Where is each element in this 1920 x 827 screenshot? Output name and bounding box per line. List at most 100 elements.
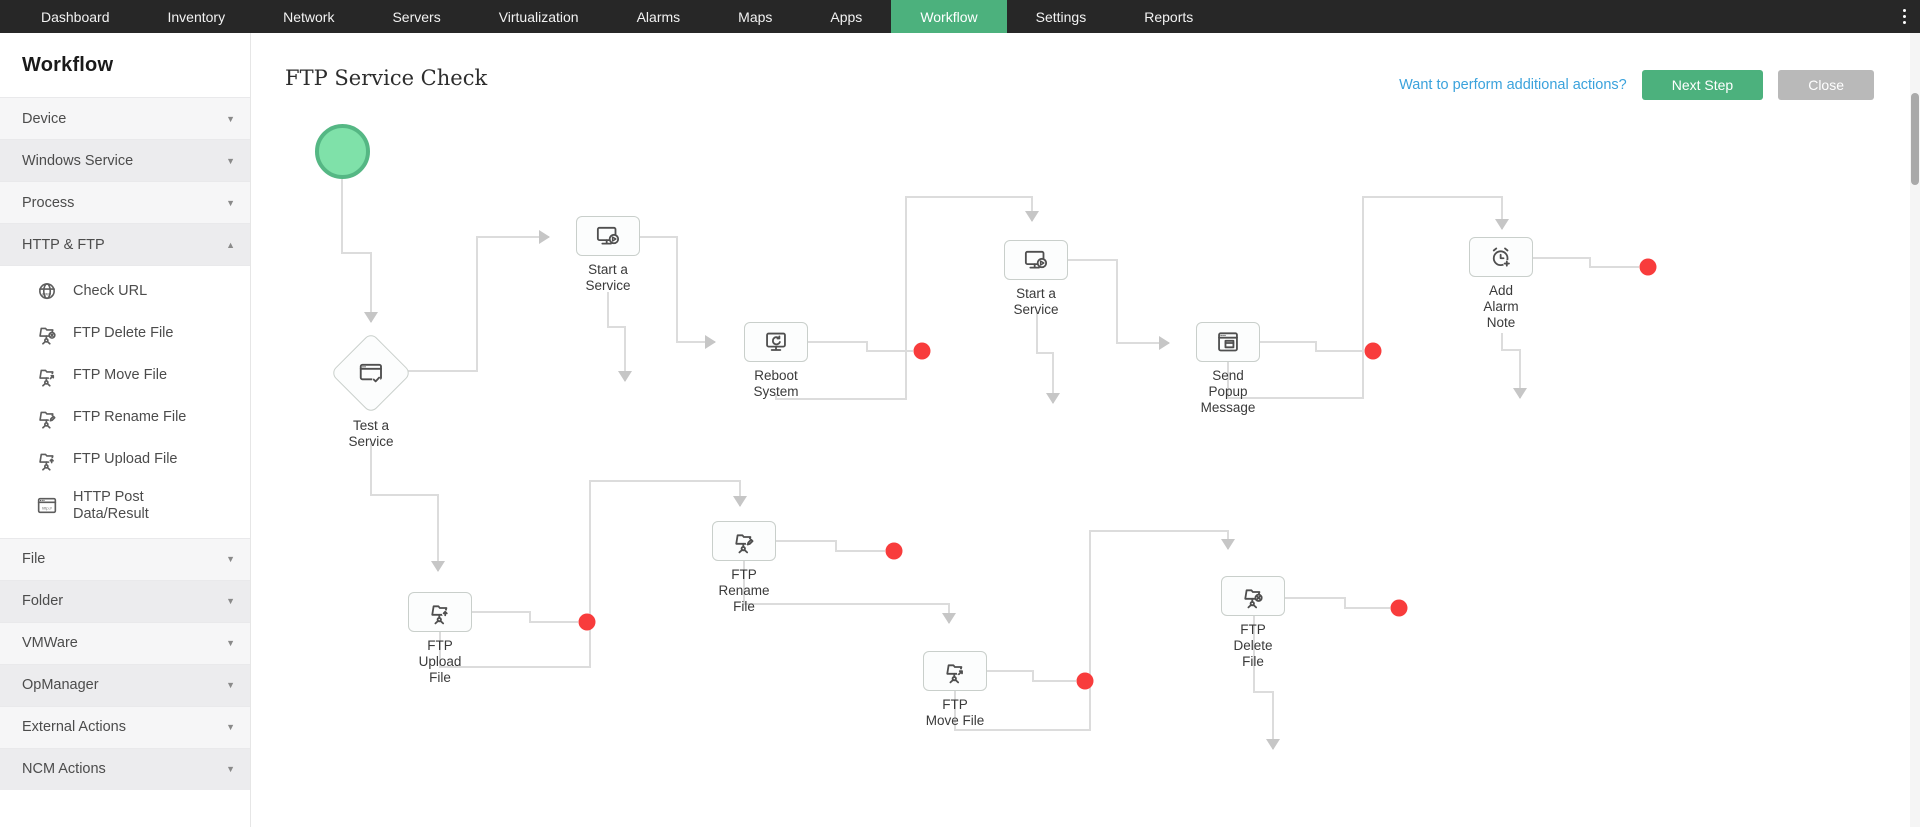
connector-line: [370, 443, 439, 571]
nav-item-workflow[interactable]: Workflow: [891, 0, 1007, 33]
connector-line: [1501, 333, 1521, 398]
node-start-a-service-2[interactable]: [1004, 240, 1068, 280]
connector-line: [1036, 312, 1054, 403]
connector-line: [607, 292, 626, 381]
connector-arrowhead: [705, 335, 716, 349]
endpoint-dot[interactable]: [1076, 672, 1094, 690]
node-add-alarm-note[interactable]: [1469, 237, 1533, 277]
top-nav: Dashboard Inventory Network Servers Virtuali…: [0, 0, 1920, 33]
sidebar-item-label: FTP Move File: [73, 367, 168, 384]
node-test-a-service[interactable]: [329, 331, 413, 415]
nav-item-settings[interactable]: Settings: [1035, 8, 1087, 25]
connector-arrowhead: [431, 561, 445, 572]
nav-item-network[interactable]: Network: [283, 8, 335, 25]
sidebar-item-ftp-upload-file[interactable]: FTP Upload File: [0, 439, 250, 481]
connector-arrowhead: [1046, 393, 1060, 404]
connector-arrowhead: [1025, 211, 1039, 222]
sidebar-section-vmware[interactable]: VMWare▼: [0, 621, 250, 664]
sidebar-item-ftp-delete-file[interactable]: FTP Delete File: [0, 313, 250, 355]
ftp-rename-icon: [34, 405, 60, 431]
nav-item-virtualization[interactable]: Virtualization: [498, 8, 579, 25]
node-ftp-upload-file[interactable]: [408, 592, 472, 632]
svg-text:www.: www.: [42, 291, 52, 296]
popup-window-icon: [1213, 328, 1243, 357]
sidebar-item-label: Check URL: [73, 283, 148, 300]
sidebar-section-http-ftp[interactable]: HTTP & FTP▲: [0, 223, 250, 265]
connector-line: [1260, 341, 1364, 352]
endpoint-dot[interactable]: [1639, 258, 1657, 276]
node-start-a-service-1[interactable]: [576, 216, 640, 256]
nav-item-alarms[interactable]: Alarms: [636, 8, 681, 25]
close-button[interactable]: Close: [1778, 70, 1874, 100]
node-start[interactable]: [315, 124, 370, 179]
connector-arrowhead: [364, 312, 378, 323]
endpoint-dot[interactable]: [1364, 342, 1382, 360]
nav-item-reports[interactable]: Reports: [1144, 8, 1194, 25]
nav-items: Dashboard Inventory Network Servers Virtuali…: [12, 0, 1222, 33]
nav-item-apps[interactable]: Apps: [830, 8, 863, 25]
sidebar-sections: Device▼Windows Service▼Process▼HTTP & FT…: [0, 97, 250, 790]
http-window-icon: http://: [34, 493, 60, 519]
sidebar: Workflow Device▼Windows Service▼Process▼…: [0, 33, 251, 827]
sidebar-section-opmanager[interactable]: OpManager▼: [0, 663, 250, 706]
chevron-down-icon: ▼: [226, 638, 235, 649]
ftp-delete-icon: [34, 321, 60, 347]
sidebar-item-ftp-move-file[interactable]: FTP Move File: [0, 355, 250, 397]
endpoint-dot[interactable]: [578, 613, 596, 631]
sidebar-section-device[interactable]: Device▼: [0, 97, 250, 139]
nav-item-servers[interactable]: Servers: [392, 8, 441, 25]
alarm-plus-icon: [1486, 243, 1516, 272]
connector-line: [1533, 257, 1639, 268]
sidebar-section-windows-service[interactable]: Windows Service▼: [0, 139, 250, 181]
vertical-scrollbar-track: [1910, 33, 1920, 827]
sidebar-section-label: Folder: [22, 593, 64, 610]
sidebar-item-http-post-data-result[interactable]: http:// HTTP Post Data/Result: [0, 481, 250, 532]
sidebar-item-check-url[interactable]: www. Check URL: [0, 271, 250, 313]
endpoint-dot[interactable]: [913, 342, 931, 360]
chevron-down-icon: ▼: [226, 722, 235, 733]
sidebar-item-label: HTTP Post Data/Result: [73, 489, 149, 523]
chevron-up-icon: ▲: [226, 239, 235, 250]
node-send-popup-message[interactable]: [1196, 322, 1260, 362]
ftp-rename-icon: [729, 527, 759, 556]
connector-line: [472, 611, 578, 623]
node-ftp-rename-file[interactable]: [712, 521, 776, 561]
kebab-menu-icon[interactable]: [1889, 0, 1920, 33]
node-ftp-move-file[interactable]: [923, 651, 987, 691]
sidebar-item-ftp-rename-file[interactable]: FTP Rename File: [0, 397, 250, 439]
nav-item-maps[interactable]: Maps: [738, 8, 773, 25]
connector-arrowhead: [1513, 388, 1527, 399]
svg-text:http://: http://: [42, 506, 53, 511]
sidebar-section-external-actions[interactable]: External Actions▼: [0, 705, 250, 748]
node-ftp-delete-file[interactable]: [1221, 576, 1285, 616]
sidebar-section-label: Process: [22, 194, 75, 211]
additional-actions-link[interactable]: Want to perform additional actions?: [1399, 77, 1627, 93]
nav-item-dashboard[interactable]: Dashboard: [41, 8, 110, 25]
next-step-button[interactable]: Next Step: [1641, 70, 1764, 100]
sidebar-section-process[interactable]: Process▼: [0, 181, 250, 223]
endpoint-dot[interactable]: [1390, 599, 1408, 617]
sidebar-section-file[interactable]: File▼: [0, 537, 250, 580]
node-reboot-system[interactable]: [744, 322, 808, 362]
nav-item-inventory[interactable]: Inventory: [167, 8, 226, 25]
monitor-play-icon: [593, 222, 623, 251]
vertical-scrollbar-thumb[interactable]: [1911, 93, 1919, 185]
header-actions: Want to perform additional actions? Next…: [1399, 70, 1874, 100]
endpoint-dot[interactable]: [885, 542, 903, 560]
connector-line: [1285, 597, 1390, 609]
sidebar-section-folder[interactable]: Folder▼: [0, 579, 250, 622]
sidebar-section-ncm-actions[interactable]: NCM Actions ▼: [0, 747, 250, 790]
sidebar-item-label: FTP Rename File: [73, 409, 187, 426]
sidebar-section-label: NCM Actions: [22, 761, 106, 778]
chevron-down-icon: ▼: [226, 764, 235, 775]
connector-line: [404, 236, 549, 372]
ftp-delete-icon: [1238, 582, 1268, 611]
